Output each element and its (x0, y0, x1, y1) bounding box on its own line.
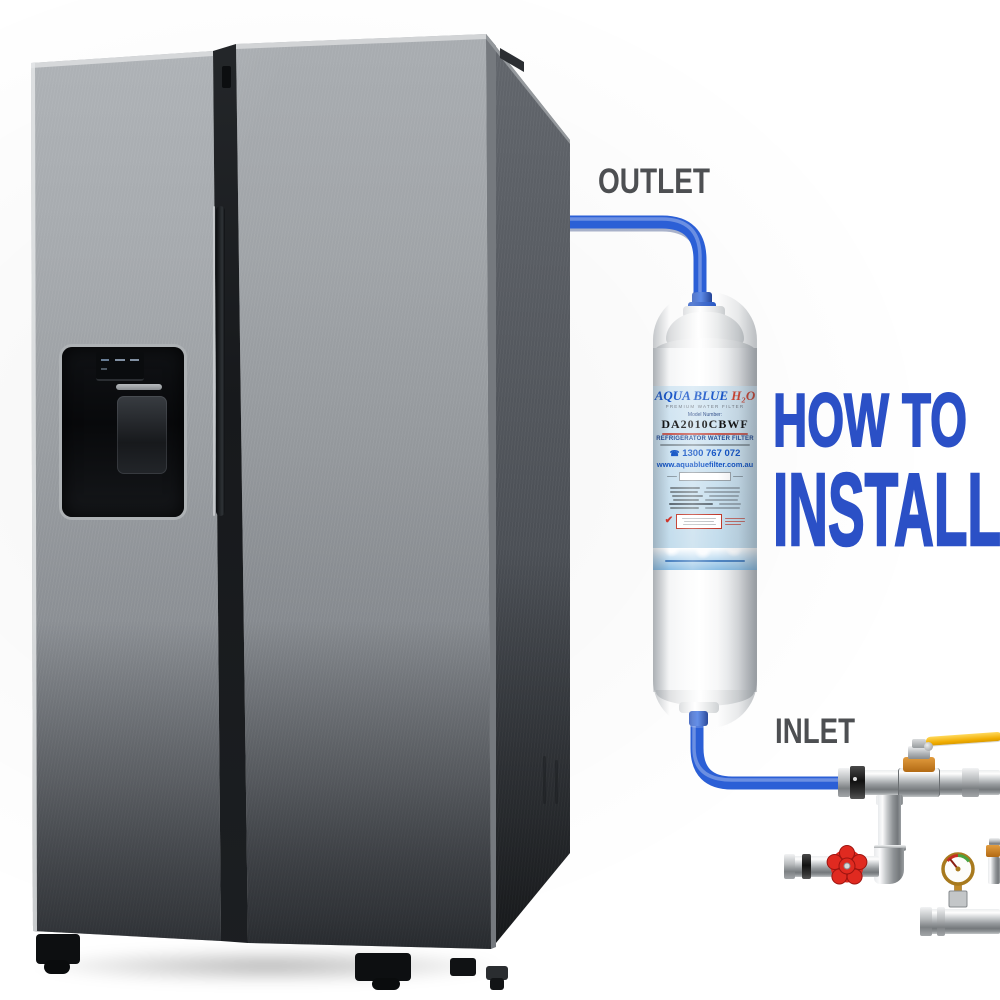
divider-top-cap (222, 66, 231, 88)
branch-dark-ring (802, 854, 811, 879)
side-vent-line (543, 756, 546, 804)
pipe-sleeve (898, 768, 940, 797)
water-dispenser (62, 347, 184, 517)
tube-union-fitting (850, 766, 865, 799)
side-vent-line (555, 760, 558, 804)
pipe-end-flange (838, 768, 850, 797)
union-bolt-dot (853, 777, 857, 781)
inlet-label: INLET (775, 714, 855, 750)
bottom-pipe-cap (920, 907, 932, 936)
fridge-foot-bracket (450, 958, 476, 976)
gate-valve-handwheel (826, 845, 868, 885)
pipe-elbow (874, 848, 904, 884)
drop-pipe (878, 795, 901, 853)
brand-name: AQUA BLUE (654, 388, 729, 403)
inlet-tube-sheen (692, 720, 843, 782)
label-water-strip (653, 548, 757, 570)
edge-valve-body (986, 845, 1000, 857)
phone-icon: ☎ (669, 449, 680, 458)
text-blur-line (733, 475, 743, 478)
filter-product-label: AQUA BLUE H₂O PREMIUM WATER FILTER Model… (653, 386, 757, 556)
filter-top-collet-flange (688, 302, 716, 309)
outlet-label-group: OUTLET (598, 164, 710, 200)
inlet-label-group: INLET (775, 714, 855, 750)
gauge-mount-nut (948, 890, 968, 908)
date-field-box (679, 472, 731, 481)
text-blur-line (665, 560, 745, 562)
door-handle-groove (216, 206, 225, 516)
adjustable-foot-screw (490, 978, 504, 990)
bottom-pipe-ring (937, 907, 945, 936)
gauge-hub (955, 866, 961, 872)
model-caption: Model Number: (687, 412, 723, 418)
dispenser-paddle (117, 396, 167, 474)
lever-bolt (924, 742, 933, 751)
pressure-gauge (941, 852, 975, 908)
edge-valve-stem (988, 857, 1000, 884)
inlet-tube (690, 720, 843, 790)
dispenser-control-panel (96, 352, 144, 381)
adjustable-foot (486, 966, 508, 980)
phone-number: 1300 767 072 (682, 448, 741, 459)
model-number: DA2010CBWF (661, 417, 749, 431)
heading-line2: INSTALL (773, 452, 1000, 553)
outlet-label: OUTLET (598, 164, 710, 200)
warranty-notes (725, 517, 746, 525)
floor-shadow (28, 948, 508, 984)
branch-end-cap (784, 854, 795, 879)
certification-row: ✔ (658, 513, 752, 529)
certification-check-icon: ✔ (664, 515, 674, 527)
warranty-box (676, 513, 723, 529)
text-blur-line (659, 444, 751, 446)
outlet-tube-shadow (570, 226, 703, 302)
door-handle-highlight (213, 206, 215, 516)
outlet-tube (570, 215, 707, 298)
ball-valve-body (903, 757, 935, 772)
pipe-coupling (962, 768, 979, 797)
bottom-pipe (923, 909, 1000, 934)
brand-suffix: H₂O (731, 388, 756, 403)
gauge-red-arc (946, 854, 959, 863)
gauge-green-arc (957, 854, 971, 863)
dispenser-slot (116, 384, 162, 390)
text-blur-line (661, 433, 749, 435)
website-url: www.aquabluefilter.com.au (656, 460, 754, 469)
product-type: REFRIGERATOR WATER FILTER (656, 436, 754, 442)
filter-bottom-neck (679, 702, 719, 713)
outlet-tube-sheen (570, 217, 702, 298)
spec-block (658, 485, 752, 509)
dispenser-display-mark (130, 359, 139, 361)
date-field-row (667, 472, 743, 481)
dispenser-display-mark (101, 368, 107, 370)
heading-line1: HOW TO (773, 388, 967, 462)
dispenser-display-mark (101, 359, 109, 361)
text-blur-line (667, 475, 677, 478)
edge-valve-cap (989, 838, 1000, 846)
dispenser-display-mark (115, 359, 125, 361)
fridge-foot (36, 934, 80, 964)
fridge-foot-roller (44, 960, 70, 974)
fridge-foot-roller (372, 978, 400, 990)
ball-valve-cap (912, 739, 926, 748)
filter-bottom-collet (689, 711, 708, 726)
brand-logo: AQUA BLUE H₂O (655, 389, 756, 403)
label-tagline: PREMIUM WATER FILTER (665, 404, 745, 409)
page-title: HOW TO INSTALL (772, 388, 1000, 553)
phone-row: ☎ 1300 767 072 (670, 449, 741, 459)
handwheel-center-screw (843, 862, 851, 870)
fridge-foot (355, 953, 411, 981)
